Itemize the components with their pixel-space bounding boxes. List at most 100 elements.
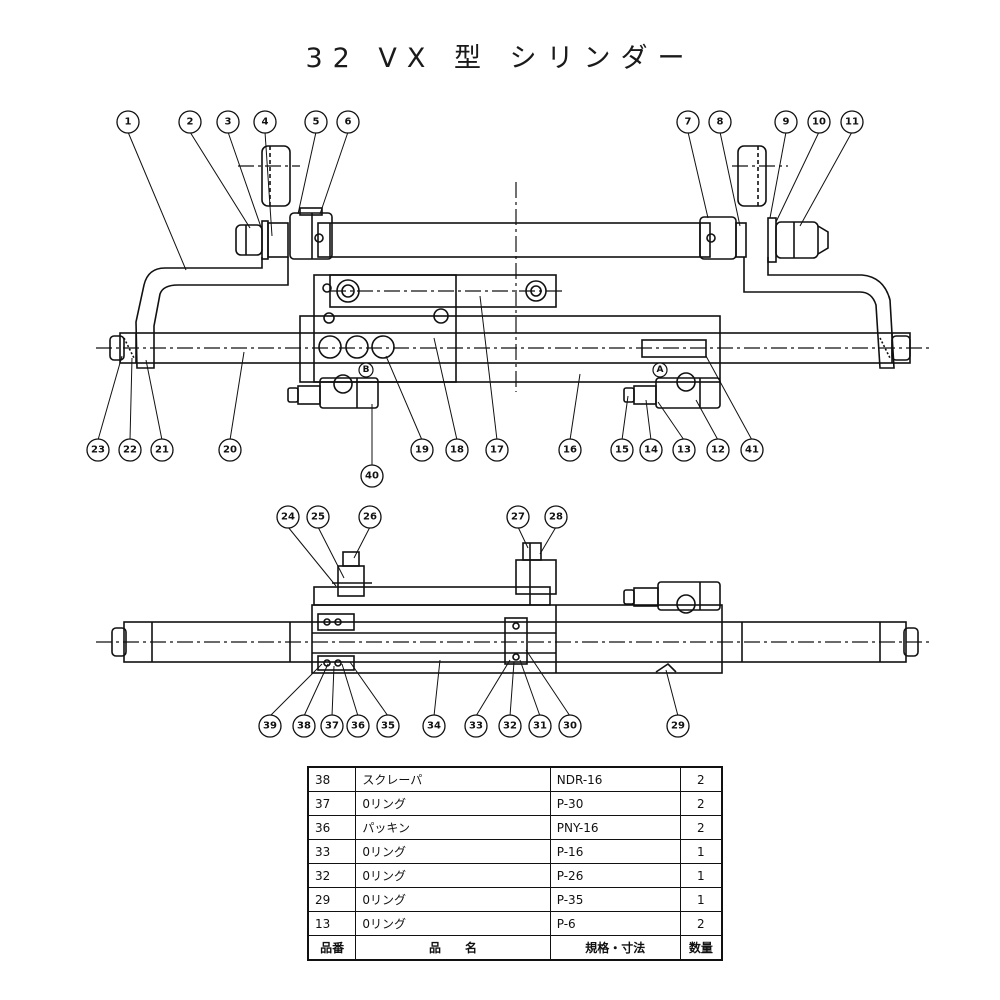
callout-25: 25 bbox=[311, 512, 325, 523]
callout-41: 41 bbox=[745, 445, 759, 456]
part-spec: NDR-16 bbox=[549, 766, 681, 792]
left-bracket-plate bbox=[261, 145, 291, 207]
table-row: 37 0リング P-30 2 bbox=[307, 791, 723, 816]
callout-37: 37 bbox=[325, 721, 339, 732]
header-part-name: 品 名 bbox=[355, 935, 551, 961]
callout-4: 4 bbox=[262, 117, 269, 128]
part-spec: PNY-16 bbox=[549, 815, 681, 840]
callout-35: 35 bbox=[381, 721, 395, 732]
callout-33: 33 bbox=[469, 721, 483, 732]
parts-table: 38 スクレーパ NDR-16 2 37 0リング P-30 2 36 パッキン… bbox=[307, 766, 723, 961]
callout-5: 5 bbox=[313, 117, 320, 128]
callout-22: 22 bbox=[123, 445, 137, 456]
left-upper-nuts bbox=[235, 207, 333, 260]
callout-24: 24 bbox=[281, 512, 295, 523]
callout-1: 1 bbox=[125, 117, 132, 128]
part-spec: P-6 bbox=[549, 911, 681, 936]
callout-11: 11 bbox=[845, 117, 859, 128]
callout-14: 14 bbox=[644, 445, 658, 456]
lower-fitting bbox=[623, 581, 721, 614]
page-title: 32 VX 型 シリンダー bbox=[305, 43, 695, 74]
part-number: 37 bbox=[307, 791, 357, 816]
fitting-a bbox=[623, 372, 721, 409]
part-number: 13 bbox=[307, 911, 357, 936]
lower-port-29 bbox=[655, 662, 677, 673]
callout-23: 23 bbox=[91, 445, 105, 456]
table-row: 29 0リング P-35 1 bbox=[307, 887, 723, 912]
callout-3: 3 bbox=[225, 117, 232, 128]
callout-12: 12 bbox=[711, 445, 725, 456]
lower-seals bbox=[317, 613, 355, 671]
callout-19: 19 bbox=[415, 445, 429, 456]
table-row: 13 0リング P-6 2 bbox=[307, 911, 723, 936]
lower-top-bar bbox=[313, 542, 557, 606]
part-spec: P-26 bbox=[549, 863, 681, 888]
callout-29: 29 bbox=[671, 721, 685, 732]
part-name: 0リング bbox=[355, 839, 551, 864]
left-bent-arm bbox=[135, 257, 289, 369]
table-row: 33 0リング P-16 1 bbox=[307, 839, 723, 864]
right-bent-arm bbox=[743, 257, 895, 369]
part-number: 33 bbox=[307, 839, 357, 864]
callout-32: 32 bbox=[503, 721, 517, 732]
part-qty: 2 bbox=[679, 815, 723, 840]
part-name: スクレーパ bbox=[355, 766, 551, 792]
part-spec: P-30 bbox=[549, 791, 681, 816]
callout-39: 39 bbox=[263, 721, 277, 732]
part-number: 38 bbox=[307, 766, 357, 792]
callout-38: 38 bbox=[297, 721, 311, 732]
callout-9: 9 bbox=[783, 117, 790, 128]
table-row: 32 0リング P-26 1 bbox=[307, 863, 723, 888]
callout-34: 34 bbox=[427, 721, 441, 732]
part-name: パッキン bbox=[355, 815, 551, 840]
part-name: 0リング bbox=[355, 911, 551, 936]
right-upper-nuts bbox=[699, 216, 829, 263]
callout-18: 18 bbox=[450, 445, 464, 456]
callout-36: 36 bbox=[351, 721, 365, 732]
callout-7: 7 bbox=[685, 117, 692, 128]
upper-tie-rod bbox=[317, 222, 711, 258]
header-spec: 規格・寸法 bbox=[549, 935, 681, 961]
callout-21: 21 bbox=[155, 445, 169, 456]
callout-26: 26 bbox=[363, 512, 377, 523]
callout-16: 16 bbox=[563, 445, 577, 456]
callout-6: 6 bbox=[345, 117, 352, 128]
part-name: 0リング bbox=[355, 863, 551, 888]
callout-31: 31 bbox=[533, 721, 547, 732]
callout-17: 17 bbox=[490, 445, 504, 456]
fitting-b bbox=[287, 374, 379, 409]
callout-8: 8 bbox=[717, 117, 724, 128]
part-qty: 1 bbox=[679, 887, 723, 912]
part-number: 29 bbox=[307, 887, 357, 912]
part-qty: 2 bbox=[679, 911, 723, 936]
part-qty: 1 bbox=[679, 863, 723, 888]
callout-27: 27 bbox=[511, 512, 525, 523]
lower-piston bbox=[504, 617, 528, 665]
callout-15: 15 bbox=[615, 445, 629, 456]
part-number: 36 bbox=[307, 815, 357, 840]
callout-28: 28 bbox=[549, 512, 563, 523]
callout-20: 20 bbox=[223, 445, 237, 456]
marker-b: B bbox=[363, 365, 370, 375]
part-name: 0リング bbox=[355, 791, 551, 816]
part-name: 0リング bbox=[355, 887, 551, 912]
callout-2: 2 bbox=[187, 117, 194, 128]
right-bracket-plate bbox=[737, 145, 767, 207]
callout-40: 40 bbox=[365, 471, 379, 482]
header-quantity: 数量 bbox=[679, 935, 723, 961]
part-qty: 2 bbox=[679, 766, 723, 792]
part-spec: P-35 bbox=[549, 887, 681, 912]
part-qty: 1 bbox=[679, 839, 723, 864]
callout-13: 13 bbox=[677, 445, 691, 456]
part-number: 32 bbox=[307, 863, 357, 888]
part-qty: 2 bbox=[679, 791, 723, 816]
marker-a: A bbox=[657, 365, 664, 375]
table-header-row: 品番 品 名 規格・寸法 数量 bbox=[307, 935, 723, 961]
callout-10: 10 bbox=[812, 117, 826, 128]
header-part-number: 品番 bbox=[307, 935, 357, 961]
callout-30: 30 bbox=[563, 721, 577, 732]
part-spec: P-16 bbox=[549, 839, 681, 864]
table-row: 38 スクレーパ NDR-16 2 bbox=[307, 766, 723, 792]
table-row: 36 パッキン PNY-16 2 bbox=[307, 815, 723, 840]
